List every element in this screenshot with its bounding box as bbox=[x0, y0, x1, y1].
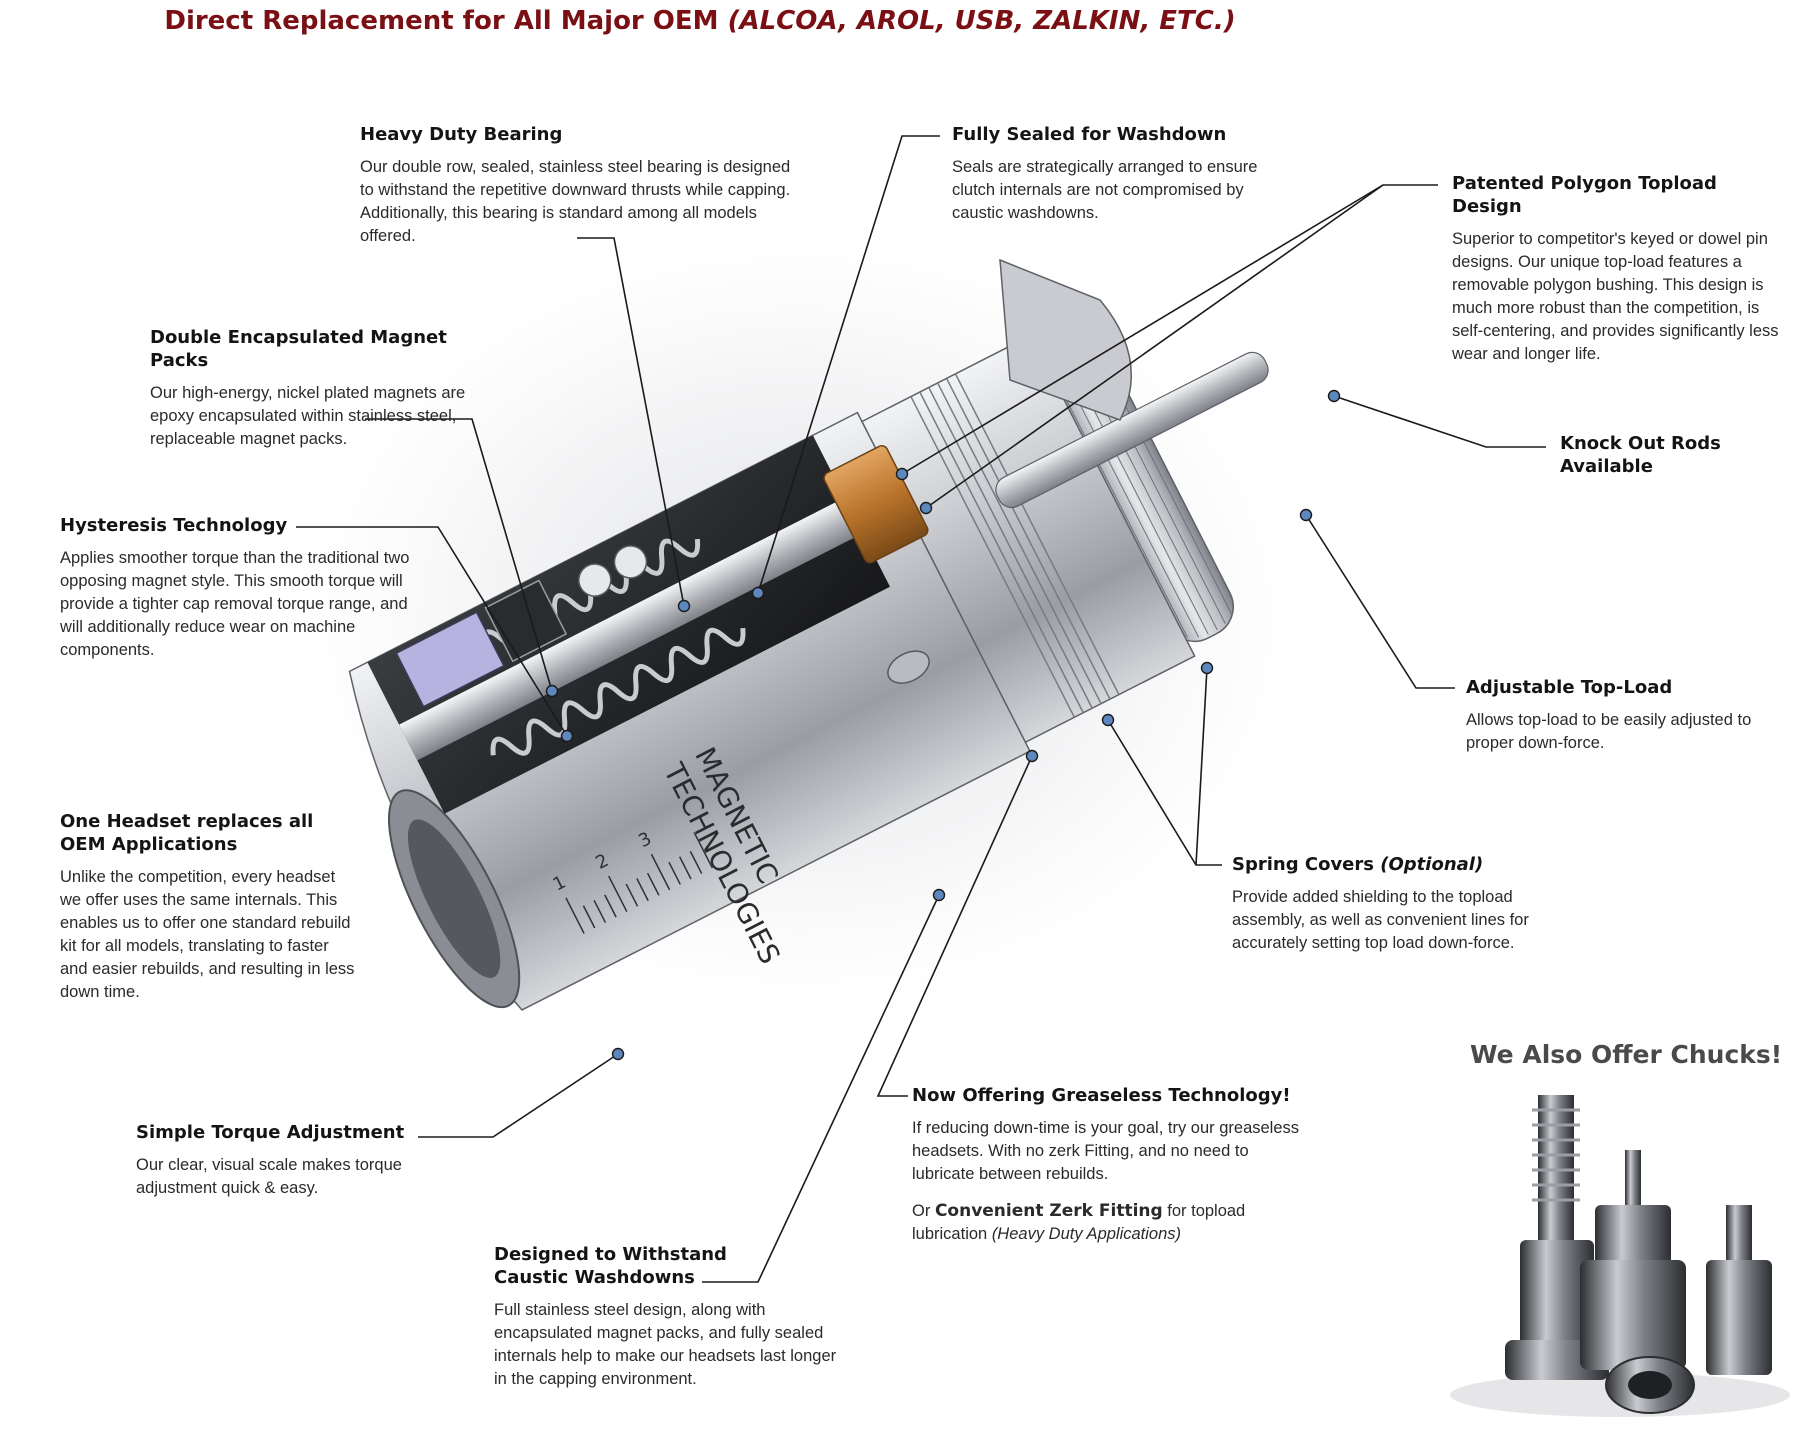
title-main: Direct Replacement for All Major OEM bbox=[164, 6, 719, 36]
callout-caustic: Designed to Withstand Caustic Washdowns … bbox=[494, 1243, 844, 1391]
callout-greaseless: Now Offering Greaseless Technology! If r… bbox=[912, 1084, 1302, 1246]
callout-body: Our double row, sealed, stainless steel … bbox=[360, 158, 791, 245]
callout-simple-torque: Simple Torque Adjustment Our clear, visu… bbox=[136, 1121, 436, 1200]
leader-lines bbox=[296, 135, 1546, 1283]
callout-title: Hysteresis Technology bbox=[60, 515, 288, 536]
callout-body: Applies smoother torque than the traditi… bbox=[60, 549, 410, 659]
marker-zerk bbox=[1025, 749, 1039, 763]
pointer-markers bbox=[545, 389, 1341, 1061]
callout-title: Heavy Duty Bearing bbox=[360, 124, 563, 145]
torque-scale bbox=[565, 832, 714, 934]
callout-title: Designed to Withstand Caustic Washdowns bbox=[494, 1243, 844, 1289]
title-line: Caustic Washdowns bbox=[494, 1267, 695, 1288]
callout-hysteresis: Hysteresis Technology Applies smoother t… bbox=[60, 514, 430, 662]
callout-body: Allows top-load to be easily adjusted to… bbox=[1466, 711, 1752, 752]
callout-title: Spring Covers (Optional) bbox=[1232, 853, 1562, 876]
knock-out-rod bbox=[995, 351, 1269, 509]
marker-topload bbox=[1299, 508, 1313, 522]
title-line: Designed to Withstand bbox=[494, 1244, 727, 1265]
zerk-note: Or Convenient Zerk Fitting for topload l… bbox=[912, 1200, 1302, 1246]
top-plate bbox=[999, 258, 1132, 421]
callout-body: Our clear, visual scale makes torque adj… bbox=[136, 1156, 402, 1197]
marker-caustic bbox=[932, 888, 946, 902]
callout-title: Fully Sealed for Washdown bbox=[952, 124, 1227, 145]
title-line: Available bbox=[1560, 456, 1653, 477]
callout-body: Seals are strategically arranged to ensu… bbox=[952, 158, 1258, 222]
magnet-pack bbox=[395, 611, 505, 708]
marker-hysteresis bbox=[560, 729, 574, 743]
callout-body: Unlike the competition, every headset we… bbox=[60, 868, 355, 1001]
polygon-bushing bbox=[823, 445, 929, 564]
chucks-heading: We Also Offer Chucks! bbox=[1470, 1040, 1783, 1069]
bearing-ball bbox=[613, 545, 648, 579]
zerk-suffix: for topload lubrication bbox=[912, 1202, 1246, 1243]
callout-title: One Headset replaces all OEM Application… bbox=[60, 810, 360, 856]
callout-body: If reducing down-time is your goal, try … bbox=[912, 1119, 1300, 1183]
callout-title: Adjustable Top-Load bbox=[1466, 677, 1673, 698]
marker-polygon-2 bbox=[919, 501, 933, 515]
callout-title: Patented Polygon Topload Design bbox=[1452, 173, 1717, 217]
bearing-ball bbox=[578, 563, 612, 597]
marker-knockout bbox=[1327, 389, 1341, 403]
callout-title: Now Offering Greaseless Technology! bbox=[912, 1085, 1291, 1106]
zerk-prefix: Or bbox=[912, 1202, 931, 1220]
title-text: Spring Covers bbox=[1232, 854, 1374, 875]
callout-polygon-topload: Patented Polygon Topload Design Superior… bbox=[1452, 172, 1792, 366]
page-title: Direct Replacement for All Major OEM (AL… bbox=[0, 6, 1400, 36]
central-shaft bbox=[399, 488, 881, 761]
title-line: One Headset replaces all bbox=[60, 811, 314, 832]
title-optional: (Optional) bbox=[1380, 854, 1484, 875]
marker-sealed-1 bbox=[751, 586, 765, 600]
marker-polygon-1 bbox=[895, 467, 909, 481]
callout-magnet-packs: Double Encapsulated Magnet Packs Our hig… bbox=[150, 326, 510, 451]
title-line: Knock Out Rods bbox=[1560, 433, 1721, 454]
marker-torque bbox=[611, 1047, 625, 1061]
callout-knock-out-rods: Knock Out Rods Available bbox=[1560, 432, 1780, 478]
marker-spring-2 bbox=[1200, 661, 1214, 675]
title-oem-list: (ALCOA, AROL, USB, ZALKIN, ETC.) bbox=[727, 6, 1236, 36]
callout-heavy-duty-bearing: Heavy Duty Bearing Our double row, seale… bbox=[360, 123, 800, 248]
callout-body: Provide added shielding to the topload a… bbox=[1232, 888, 1529, 952]
title-line: OEM Applications bbox=[60, 834, 238, 855]
callout-title: Simple Torque Adjustment bbox=[136, 1122, 405, 1143]
chucks-illustration bbox=[1450, 1095, 1790, 1417]
marker-bearing bbox=[677, 599, 691, 613]
callout-title: Double Encapsulated Magnet Packs bbox=[150, 327, 447, 371]
marker-magnet bbox=[545, 684, 559, 698]
callout-spring-covers: Spring Covers (Optional) Provide added s… bbox=[1232, 853, 1562, 955]
zerk-bold: Convenient Zerk Fitting bbox=[934, 1201, 1163, 1221]
callout-fully-sealed: Fully Sealed for Washdown Seals are stra… bbox=[952, 123, 1282, 225]
marker-spring-1 bbox=[1101, 713, 1115, 727]
callout-body: Superior to competitor's keyed or dowel … bbox=[1452, 230, 1779, 363]
callout-one-headset: One Headset replaces all OEM Application… bbox=[60, 810, 360, 1004]
callout-title: Knock Out Rods Available bbox=[1560, 432, 1780, 478]
callout-body: Full stainless steel design, along with … bbox=[494, 1301, 837, 1388]
callout-adjustable-topload: Adjustable Top-Load Allows top-load to b… bbox=[1466, 676, 1766, 755]
headset-body: 1 2 3 MAGNETIC TECHNOLOGIES bbox=[348, 326, 1234, 1011]
front-bore-inner bbox=[407, 819, 501, 978]
callout-body: Our high-energy, nickel plated magnets a… bbox=[150, 384, 466, 448]
zerk-fitting bbox=[887, 650, 930, 684]
zerk-italic: (Heavy Duty Applications) bbox=[991, 1225, 1182, 1243]
